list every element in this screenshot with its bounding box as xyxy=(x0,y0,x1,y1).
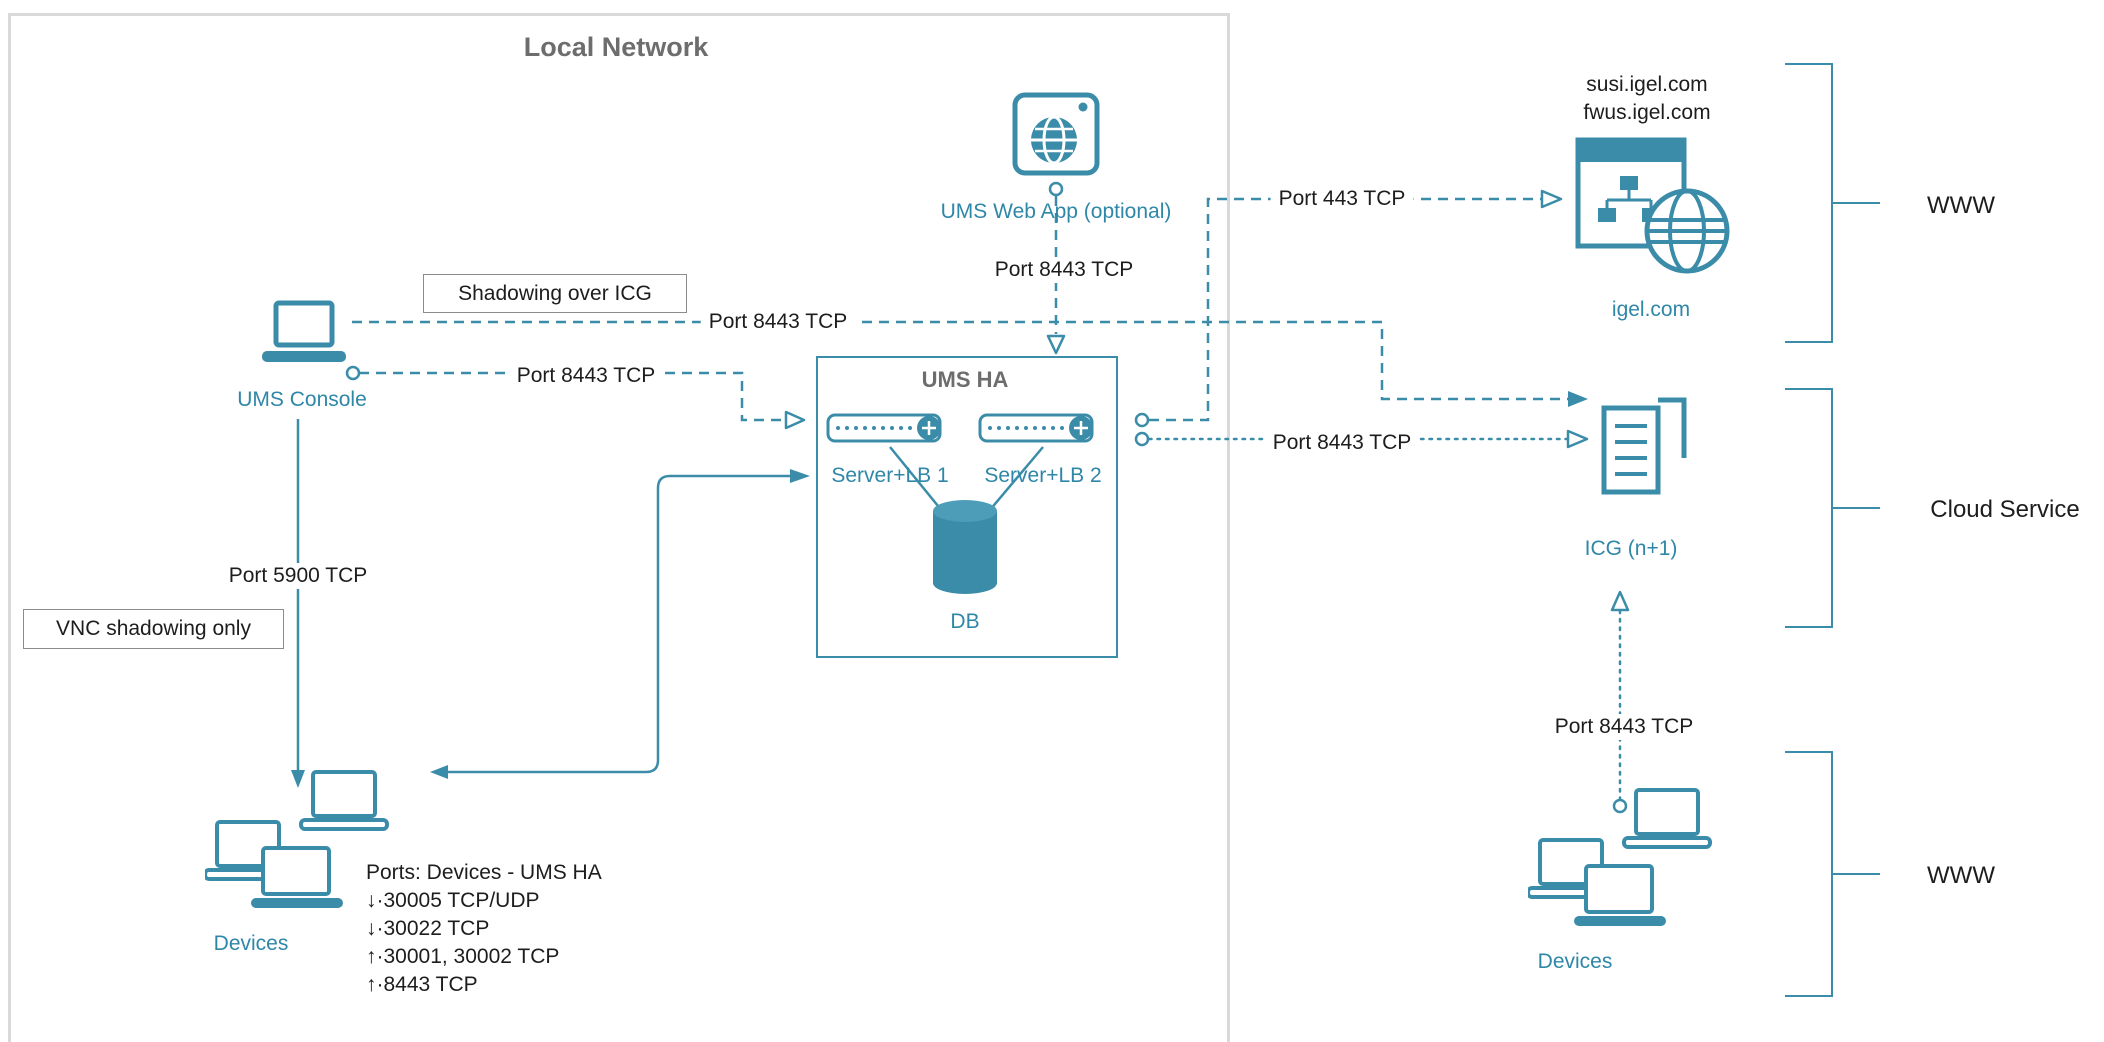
port-vnc-label: Port 5900 TCP xyxy=(220,563,376,589)
arrow-filled-to-devices-left-down xyxy=(291,770,305,788)
igel-com-icon xyxy=(1570,128,1730,278)
arrow-open-webapp-to-umsha xyxy=(1046,334,1066,355)
ports-list-line: ↓·30022 TCP xyxy=(366,917,490,940)
link-console-shadowing-to-icg xyxy=(352,320,1568,401)
icg-icon xyxy=(1588,392,1698,502)
node-umsha-port-1 xyxy=(1134,412,1150,428)
link-umsha-to-igel xyxy=(1149,197,1542,422)
laptop-back xyxy=(1622,788,1712,849)
domain-fwus-label: fwus.igel.com xyxy=(1583,101,1711,124)
devices-left-icon xyxy=(203,770,400,930)
bracket-cloud-service xyxy=(1785,388,1880,628)
ums-webapp-icon xyxy=(1010,90,1102,184)
ums-console-label: UMS Console xyxy=(237,388,367,411)
arrow-filled-to-icg xyxy=(1568,391,1588,407)
arrow-filled-to-devices-left xyxy=(430,765,448,779)
arrow-filled-to-umsha xyxy=(790,469,810,483)
ums-console-icon xyxy=(254,300,354,370)
node-umsha-port-2 xyxy=(1134,431,1150,447)
vnc-note: VNC shadowing only xyxy=(23,609,284,649)
arrow-open-to-igel xyxy=(1540,189,1563,209)
local-network-title: Local Network xyxy=(523,32,709,62)
bracket-cloud-service-label: Cloud Service xyxy=(1930,496,2080,523)
node-devices-port xyxy=(1612,798,1628,814)
ums-ha-box xyxy=(816,356,1118,658)
devices-right-label: Devices xyxy=(1537,950,1613,973)
bracket-www-bottom xyxy=(1785,751,1880,997)
server-lb2-icon xyxy=(978,410,1108,446)
port-console-ha-label: Port 8443 TCP xyxy=(508,363,664,389)
db-icon xyxy=(930,497,1000,597)
shadowing-note: Shadowing over ICG xyxy=(423,274,687,313)
port-ha-icg-label: Port 8443 TCP xyxy=(1264,430,1420,456)
ports-list-title: Ports: Devices - UMS HA xyxy=(366,861,602,884)
link-server1-to-db xyxy=(889,446,948,518)
icg-label: ICG (n+1) xyxy=(1584,537,1678,560)
ports-list-line: ↓·30005 TCP/UDP xyxy=(366,889,540,912)
local-network-frame xyxy=(8,13,1230,1042)
devices-left-label: Devices xyxy=(213,932,289,955)
port-console-shadowing-label: Port 8443 TCP xyxy=(700,309,856,335)
ports-list-line: ↑·8443 TCP xyxy=(366,973,478,996)
server-lb1-icon xyxy=(826,410,956,446)
link-server2-to-db xyxy=(983,446,1044,518)
link-devices-to-umsha xyxy=(446,474,790,774)
laptop-back xyxy=(299,770,389,831)
server-lb2-label: Server+LB 2 xyxy=(984,464,1102,487)
domain-susi-label: susi.igel.com xyxy=(1586,73,1708,96)
db-label: DB xyxy=(950,610,980,633)
port-devices-icg-label: Port 8443 TCP xyxy=(1546,714,1702,740)
port-webapp-ha-label: Port 8443 TCP xyxy=(986,257,1142,283)
laptop-front xyxy=(1574,864,1666,926)
arrow-open-devices-to-icg xyxy=(1610,590,1630,612)
ums-ha-title: UMS HA xyxy=(921,367,1009,392)
arrow-open-umsha-to-icg xyxy=(1566,429,1589,449)
ums-webapp-label: UMS Web App (optional) xyxy=(940,200,1172,223)
ports-list: Ports: Devices - UMS HA ↓·30005 TCP/UDP … xyxy=(366,859,602,999)
igel-com-label: igel.com xyxy=(1611,298,1691,321)
node-console-port xyxy=(345,365,361,381)
server-lb1-label: Server+LB 1 xyxy=(831,464,949,487)
arrow-open-console-to-umsha xyxy=(784,410,806,430)
devices-right-icon xyxy=(1526,788,1723,948)
bracket-www-bottom-label: WWW xyxy=(1927,862,1995,889)
bracket-www-top xyxy=(1785,63,1880,343)
bracket-www-top-label: WWW xyxy=(1927,192,1995,219)
port-443-label: Port 443 TCP xyxy=(1270,186,1414,212)
node-webapp-port xyxy=(1048,181,1064,197)
ports-list-line: ↑·30001, 30002 TCP xyxy=(366,945,560,968)
laptop-front xyxy=(251,846,343,908)
